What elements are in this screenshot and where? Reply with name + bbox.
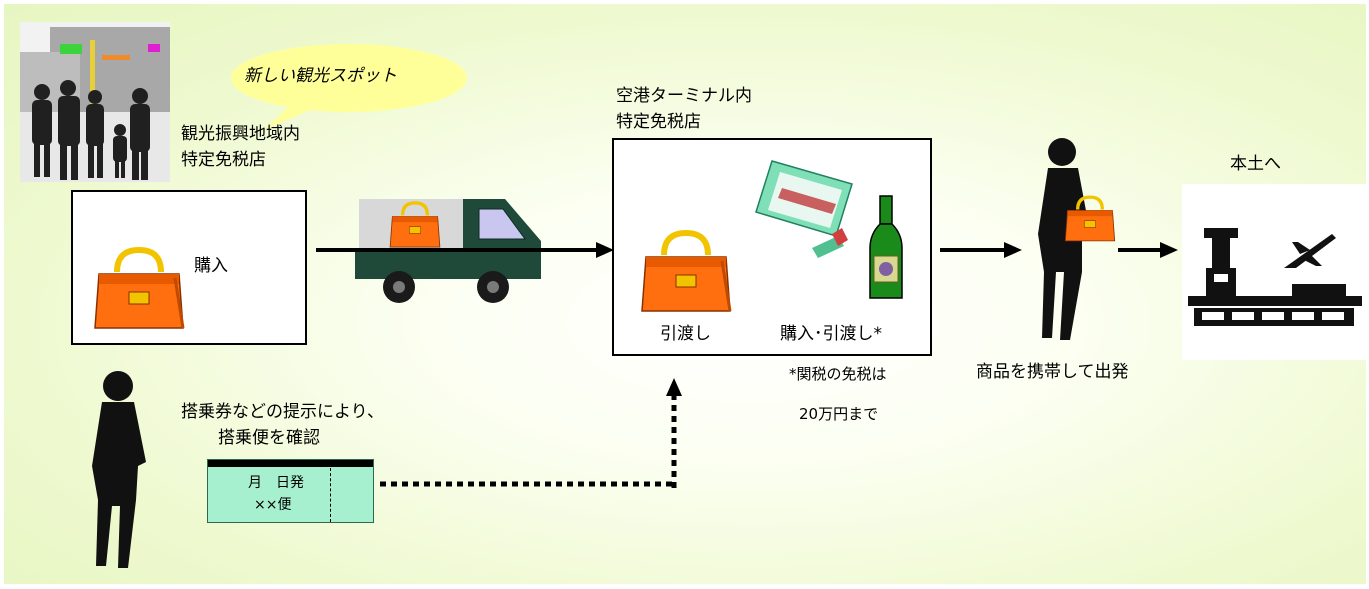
duty-note-line1: *関税の免税は: [789, 365, 887, 383]
purchase-handover-label: 購入･引渡し*: [780, 324, 882, 344]
bag-icon: [94, 246, 185, 329]
truck-icon: [355, 199, 541, 303]
depart-label: 商品を携帯して出発: [976, 362, 1129, 382]
handover-label: 引渡し: [660, 324, 711, 344]
dotted-arrow: [380, 378, 682, 488]
bag-icon: [389, 201, 441, 248]
to-mainland-label: 本土へ: [1230, 154, 1281, 174]
cosmetics-icon: [755, 160, 853, 258]
arrow-icon: [316, 242, 614, 258]
liquor-bottle-icon: [869, 195, 903, 299]
speech-bubble-icon: [231, 44, 467, 130]
arrow-icon: [940, 242, 1022, 258]
ticket-flight: ××便: [254, 497, 292, 513]
boarding-ticket-icon: 月 日発 ××便: [207, 459, 374, 523]
terminal-label-line2: 特定免税店: [616, 112, 701, 132]
arrow-icon: [1118, 242, 1178, 258]
boarding-label-line2: 搭乗便を確認: [218, 428, 320, 448]
ticket-date: 月 日発: [248, 475, 304, 491]
new-spot-label: 新しい観光スポット: [244, 66, 397, 86]
airport-icon: [1182, 184, 1369, 360]
bag-icon: [1064, 195, 1116, 242]
shop-label-line1: 観光振興地域内: [181, 124, 300, 144]
diagram-canvas: 新しい観光スポット 観光振興地域内 特定免税店 購入 空港ターミナル内 特定免税…: [4, 4, 1369, 584]
duty-note-line2: 20万円まで: [799, 405, 879, 423]
terminal-label-line1: 空港ターミナル内: [616, 86, 752, 106]
airplane-icon: [1284, 234, 1336, 268]
boarding-label-line1: 搭乗券などの提示により、: [181, 402, 384, 422]
bag-icon: [641, 229, 732, 312]
person-silhouette-icon: [92, 371, 146, 568]
shop-label-line2: 特定免税店: [181, 150, 266, 170]
purchase-label: 購入: [194, 256, 228, 276]
crowd-photo-icon: [20, 22, 170, 182]
